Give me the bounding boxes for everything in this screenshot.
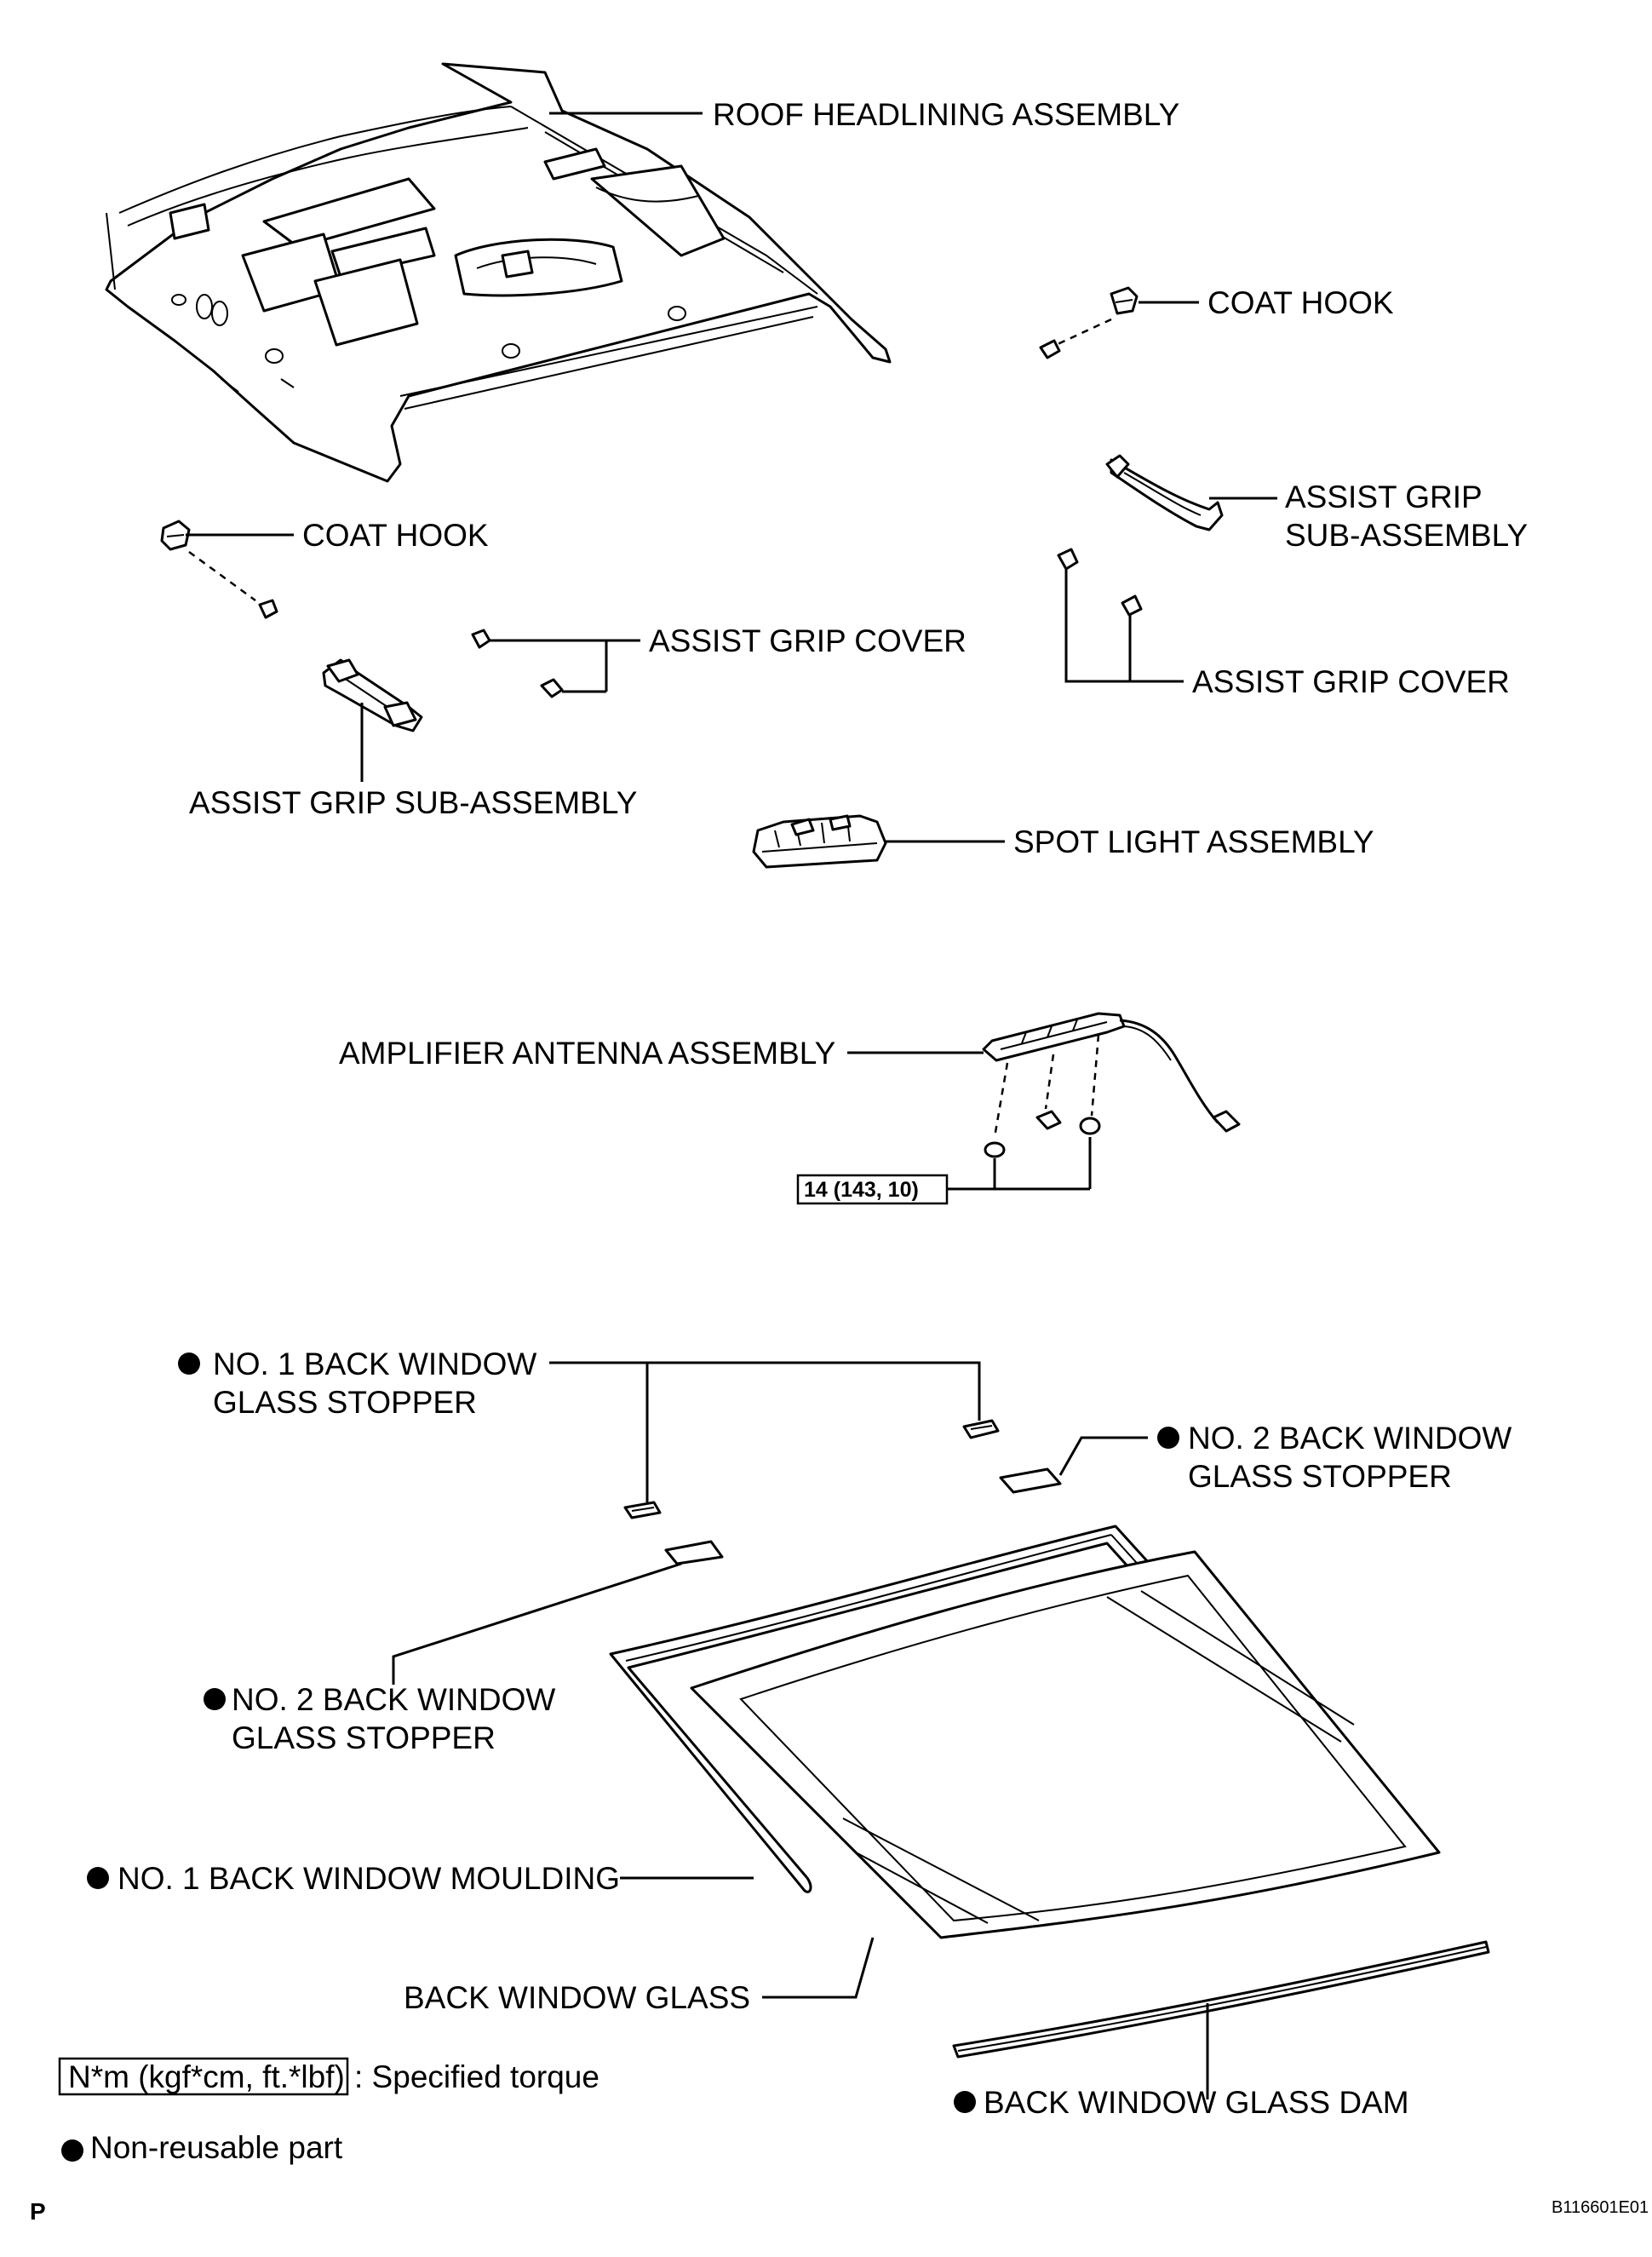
roof-headlining-label: ROOF HEADLINING ASSEMBLY bbox=[713, 97, 1179, 132]
amplifier-antenna-drawing bbox=[982, 1012, 1241, 1158]
coat-hook-right-label: COAT HOOK bbox=[1207, 285, 1394, 320]
no1-stopper-label-1: NO. 1 BACK WINDOW bbox=[213, 1347, 536, 1381]
torque-leader bbox=[947, 1137, 1092, 1191]
legend-torque-desc: : Specified torque bbox=[354, 2059, 599, 2094]
non-reusable-bullet bbox=[1157, 1427, 1179, 1449]
non-reusable-bullet bbox=[87, 1867, 109, 1889]
assist-grip-right-label-2: SUB-ASSEMBLY bbox=[1285, 518, 1528, 553]
assist-grip-left-label: ASSIST GRIP SUB-ASSEMBLY bbox=[189, 785, 637, 820]
dam-label: BACK WINDOW GLASS DAM bbox=[984, 2085, 1409, 2120]
torque-value: 14 (143, 10) bbox=[804, 1178, 919, 1202]
spot-light-label: SPOT LIGHT ASSEMBLY bbox=[1013, 824, 1374, 859]
assist-grip-cover-right-leader bbox=[1064, 569, 1184, 683]
back-window-glass-leader bbox=[762, 1937, 875, 1999]
no2-stopper-left-leader bbox=[392, 1562, 682, 1685]
assist-grip-left-drawing bbox=[322, 658, 423, 732]
assist-grip-cover-left-drawing bbox=[471, 629, 564, 698]
torque-box bbox=[796, 1174, 949, 1205]
no2-stopper-right-leader bbox=[1058, 1436, 1148, 1476]
assist-grip-cover-left-leader bbox=[490, 639, 640, 693]
coat-hook-right-drawing bbox=[1039, 286, 1139, 359]
no2-stopper-left-label-1: NO. 2 BACK WINDOW bbox=[232, 1682, 555, 1717]
legend-bullet-icon bbox=[61, 2139, 83, 2162]
assist-grip-cover-left-label: ASSIST GRIP COVER bbox=[649, 623, 967, 658]
moulding-label: NO. 1 BACK WINDOW MOULDING bbox=[118, 1861, 620, 1896]
legend-torque-box bbox=[58, 2057, 349, 2096]
non-reusable-bullet bbox=[204, 1688, 226, 1710]
assist-grip-cover-right-label: ASSIST GRIP COVER bbox=[1192, 664, 1510, 699]
back-window-dam-drawing bbox=[952, 1940, 1490, 2059]
non-reusable-bullet bbox=[954, 2091, 976, 2113]
assist-grip-right-label-1: ASSIST GRIP bbox=[1285, 480, 1483, 514]
back-window-glass-drawing bbox=[690, 1550, 1441, 1939]
legend-non-reusable: Non-reusable part bbox=[90, 2130, 343, 2165]
no1-stopper-leader bbox=[549, 1361, 981, 1502]
footer-figure-code: B116601E01 bbox=[1552, 2198, 1649, 2217]
no1-stopper-label-2: GLASS STOPPER bbox=[213, 1385, 477, 1420]
spot-light-drawing bbox=[752, 814, 887, 869]
no2-stopper-drawing bbox=[664, 1467, 1062, 1565]
legend-torque-unit: N*m (kgf*cm, ft.*lbf) bbox=[68, 2059, 345, 2094]
amplifier-antenna-label: AMPLIFIER ANTENNA ASSEMBLY bbox=[339, 1036, 835, 1071]
no1-stopper-drawing bbox=[623, 1419, 1000, 1519]
roof-headlining-drawing bbox=[105, 62, 892, 483]
coat-hook-left-drawing bbox=[160, 520, 278, 619]
assist-grip-cover-right-drawing bbox=[1057, 548, 1143, 617]
no2-stopper-left-label-2: GLASS STOPPER bbox=[232, 1720, 496, 1755]
back-window-glass-label: BACK WINDOW GLASS bbox=[404, 1980, 750, 2015]
non-reusable-bullet bbox=[178, 1352, 200, 1375]
no2-stopper-right-label-1: NO. 2 BACK WINDOW bbox=[1188, 1421, 1511, 1456]
footer-corner-letter: P bbox=[30, 2198, 46, 2225]
no2-stopper-right-label-2: GLASS STOPPER bbox=[1188, 1459, 1452, 1494]
assist-grip-right-drawing bbox=[1105, 454, 1224, 531]
coat-hook-left-label: COAT HOOK bbox=[302, 518, 489, 553]
